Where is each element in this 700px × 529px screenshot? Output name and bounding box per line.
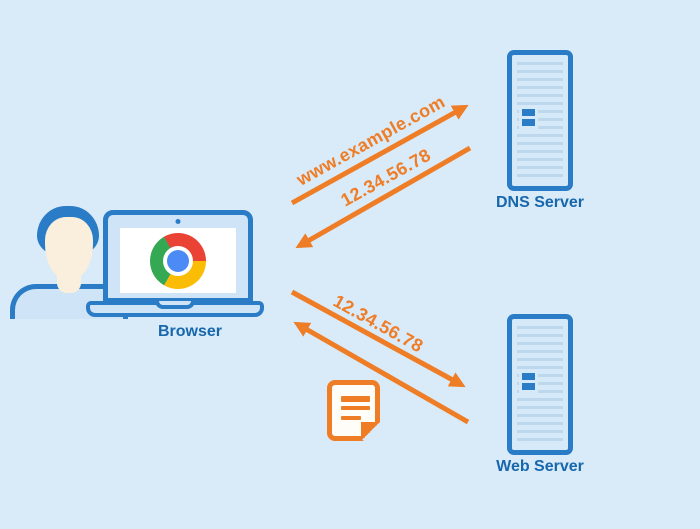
web-server-led bbox=[522, 373, 535, 380]
user-neck bbox=[57, 273, 81, 293]
web-request-arrow bbox=[290, 289, 466, 388]
browser-caption: Browser bbox=[157, 323, 223, 340]
user-face bbox=[45, 217, 93, 281]
chrome-logo-center bbox=[167, 249, 189, 272]
laptop-base-notch bbox=[155, 301, 195, 309]
document-text-line bbox=[341, 416, 361, 420]
dns-response-arrow bbox=[295, 145, 472, 249]
web-server-led bbox=[522, 383, 535, 390]
chrome-logo-icon bbox=[150, 232, 206, 289]
web-server-icon bbox=[507, 314, 573, 455]
webpage-document-icon bbox=[327, 380, 380, 441]
dns-request-arrow bbox=[290, 104, 469, 206]
document-text-line bbox=[341, 396, 370, 402]
laptop-camera-dot bbox=[175, 219, 181, 224]
dns-server-led bbox=[522, 119, 535, 126]
web-server-caption: Web Server bbox=[496, 458, 584, 475]
dns-server-icon bbox=[507, 50, 573, 191]
document-folded-corner bbox=[361, 422, 380, 441]
document-text-line bbox=[341, 406, 370, 410]
web-response-arrow bbox=[293, 321, 470, 425]
laptop-display bbox=[120, 228, 236, 293]
laptop-screen bbox=[103, 210, 253, 303]
dns-server-led bbox=[522, 109, 535, 116]
laptop-icon bbox=[86, 210, 264, 317]
laptop-base bbox=[86, 301, 264, 317]
dns-server-caption: DNS Server bbox=[495, 194, 585, 211]
